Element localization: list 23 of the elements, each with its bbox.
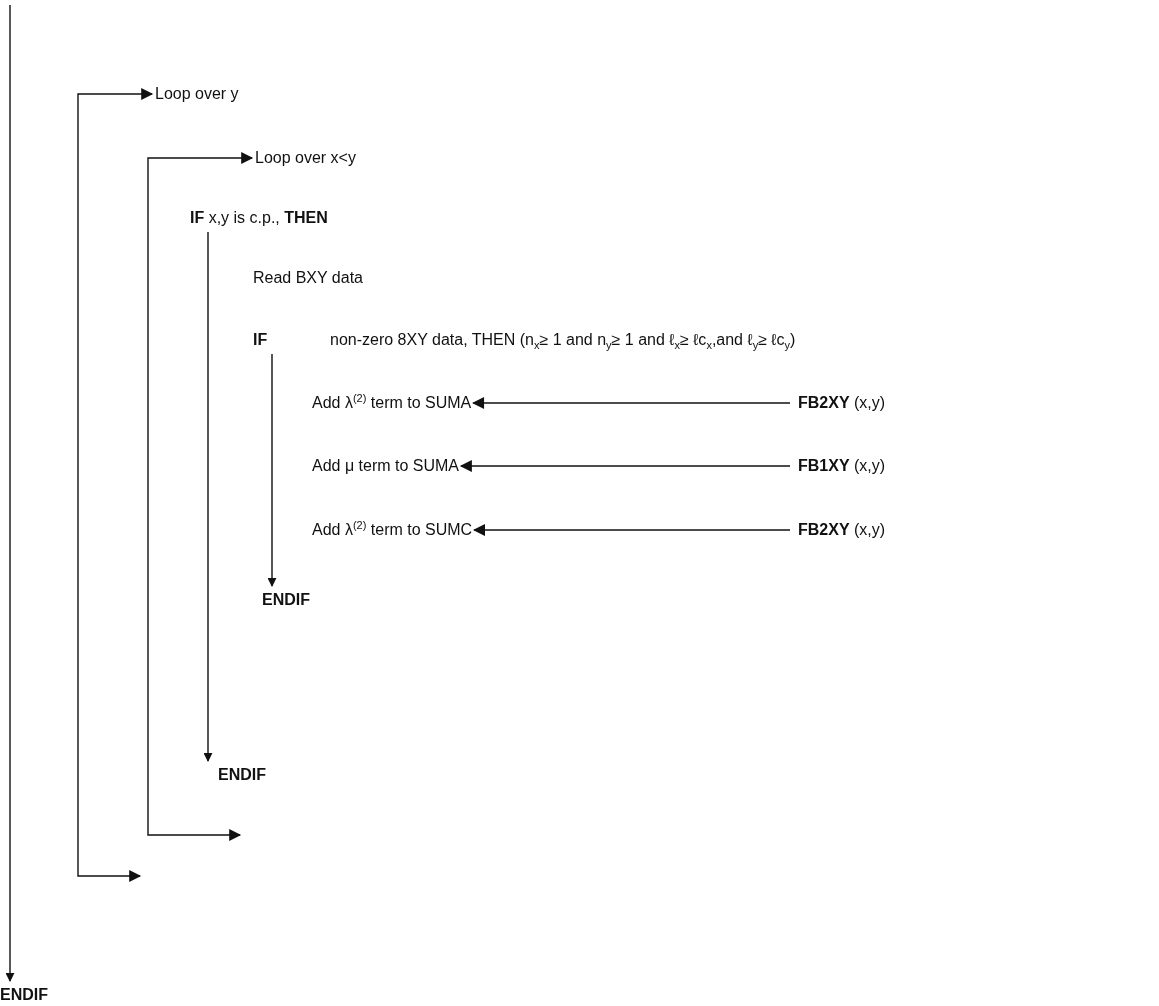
- keyword-text: IF: [253, 330, 269, 350]
- function-call-text: FB2XY (x,y): [798, 393, 886, 413]
- step-text: Add λ$^{(2)}$ term to SUMA: [312, 393, 472, 413]
- loop-arrow: [77, 88, 154, 882]
- step-text: Loop over x<y: [255, 148, 356, 168]
- step-text: Add λ$^{(2)}$ term to SUMC: [312, 520, 473, 540]
- arrow: [203, 231, 213, 762]
- arrow: [5, 4, 15, 982]
- condition-text: non-zero 8XY data, THEN (n$_{x}$≥ 1 and n$_{y}$≥ 1 and ℓ$_{x}$≥ ℓc$_{x}$,and ℓ$_{y}$≥ ℓc$_{y}$): [330, 330, 796, 350]
- step-text: Add μ term to SUMA: [312, 456, 460, 476]
- endif-text: ENDIF: [0, 985, 48, 1005]
- step-text: Loop over y: [155, 84, 239, 104]
- step-text: IF x,y is c.p., THEN: [190, 208, 328, 228]
- arrow: [472, 397, 791, 409]
- step-text: Read BXY data: [253, 268, 363, 288]
- loop-arrow: [147, 152, 254, 841]
- endif-text: ENDIF: [262, 590, 310, 610]
- arrow: [267, 353, 277, 587]
- function-call-text: FB1XY (x,y): [798, 456, 886, 476]
- arrow: [459, 460, 791, 472]
- arrow: [472, 524, 791, 536]
- function-call-text: FB2XY (x,y): [798, 520, 886, 540]
- endif-text: ENDIF: [218, 765, 266, 785]
